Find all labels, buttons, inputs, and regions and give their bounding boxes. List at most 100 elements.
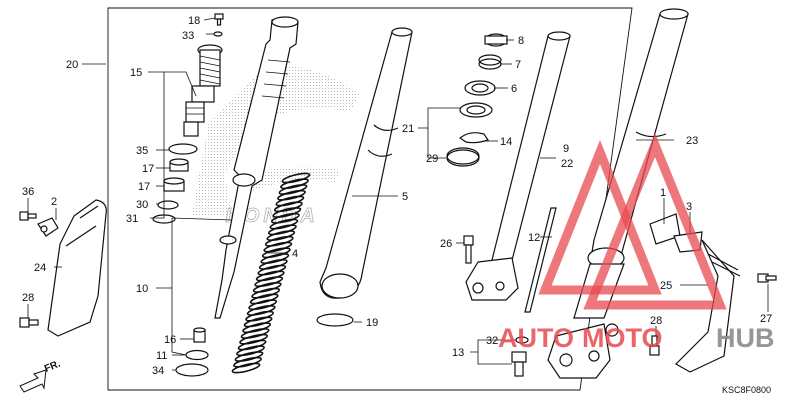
callout-35: 35 [136, 145, 148, 157]
diagram-frame [107, 7, 633, 391]
callout-19: 19 [366, 317, 378, 329]
part-6-dust-seal [464, 80, 496, 96]
callout-7: 7 [515, 59, 521, 71]
spring-coil [252, 282, 282, 293]
spring-coil [263, 241, 293, 253]
part-34-ring [175, 363, 209, 377]
callout-15: 15 [130, 67, 142, 79]
callout-26: 26 [440, 238, 452, 250]
callout-20: 20 [66, 59, 78, 71]
spring-coil [239, 333, 269, 345]
callout-28a: 28 [22, 292, 34, 304]
spring-coil [243, 316, 273, 328]
part-14-clip [458, 132, 489, 144]
watermark-word-a: AUTO [498, 323, 574, 353]
spring-coil [248, 299, 278, 311]
part-26-bolt [463, 235, 474, 264]
spring-coil [258, 259, 288, 270]
spring-coil [269, 218, 299, 230]
callout-27: 27 [760, 313, 772, 325]
part-15-rebound-rod [183, 44, 223, 137]
spring-coil [245, 310, 275, 322]
callout-10: 10 [136, 283, 148, 295]
part-21-oil-seal [459, 102, 493, 118]
spring-coil [251, 287, 281, 299]
spring-coil [275, 195, 305, 207]
part-16-nut [193, 327, 206, 343]
callout-28b: 28 [650, 315, 662, 327]
part-30-washer [157, 200, 179, 210]
callout-4: 4 [292, 248, 298, 260]
callout-17b: 17 [138, 181, 150, 193]
spring-coil [272, 207, 302, 218]
spring-coil [257, 264, 287, 276]
callout-17a: 17 [142, 163, 154, 175]
spring-coil [231, 362, 261, 374]
front-direction-label: FR. [43, 358, 62, 374]
part-24-fork-guard [47, 199, 107, 337]
callout-3: 3 [686, 201, 692, 213]
part-17b-bushing [163, 177, 185, 192]
part-35-washer [168, 143, 198, 155]
callout-16: 16 [164, 334, 176, 346]
part-28b-bolt [649, 335, 660, 356]
spring-coil [249, 293, 279, 305]
callout-12: 12 [528, 232, 540, 244]
spring-coil [261, 247, 291, 259]
part-11-washer [185, 349, 209, 361]
callout-21: 21 [402, 123, 414, 135]
spring-coil [255, 270, 285, 282]
callout-34: 34 [152, 365, 164, 377]
spring-coil [234, 351, 264, 362]
callout-36: 36 [22, 186, 34, 198]
spring-coil [242, 322, 272, 334]
callout-33: 33 [182, 30, 194, 42]
callout-24: 24 [34, 262, 46, 274]
callout-5: 5 [402, 191, 408, 203]
spring-coil [277, 189, 306, 201]
callout-9: 9 [563, 143, 569, 155]
callout-25: 25 [660, 280, 672, 292]
spring-coil [266, 230, 296, 241]
part-7-stopper-ring [478, 54, 502, 70]
spring-coil [267, 224, 297, 236]
callout-labels: 20 15 18 33 35 17 17 30 31 10 16 11 34 4… [22, 15, 772, 377]
watermark-triangle-2 [583, 133, 727, 310]
part-28a-bolt [19, 317, 39, 328]
callout-30: 30 [136, 199, 148, 211]
part-18-bolt [214, 13, 224, 26]
part-13-bolt [511, 351, 527, 377]
callout-29: 29 [426, 153, 438, 165]
callout-6: 6 [511, 83, 517, 95]
callout-8: 8 [518, 35, 524, 47]
part-19-clip [316, 313, 354, 327]
part-12-rod [524, 207, 557, 313]
watermark-logo: AUTO MOTO HUB [498, 133, 775, 353]
callout-32: 32 [486, 335, 498, 347]
diagram-code: KSC8F0800 [722, 385, 771, 395]
spring-coil [246, 305, 276, 316]
spring-coil [233, 356, 262, 368]
spring-coil [281, 172, 311, 184]
part-29-bushing [446, 147, 480, 167]
part-33-o-ring [213, 31, 223, 37]
spring-coil [273, 201, 303, 213]
spring-coil [270, 212, 300, 224]
callout-1: 1 [660, 187, 666, 199]
callout-23: 23 [686, 135, 698, 147]
callout-31: 31 [126, 213, 138, 225]
spring-coil [237, 339, 267, 351]
callout-18: 18 [188, 15, 200, 27]
callout-11: 11 [156, 350, 167, 362]
spring-coil [236, 345, 265, 357]
spring-coil [264, 235, 294, 247]
watermark-word-c: HUB [716, 323, 775, 353]
part-2-clamp [37, 217, 59, 237]
part-27-bolt [757, 273, 777, 283]
callout-14: 14 [500, 136, 512, 148]
spring-coil [260, 253, 290, 264]
part-8-clip-top [484, 33, 508, 47]
part-26-axle-holder [465, 257, 519, 301]
part-36-bolt [19, 211, 37, 221]
